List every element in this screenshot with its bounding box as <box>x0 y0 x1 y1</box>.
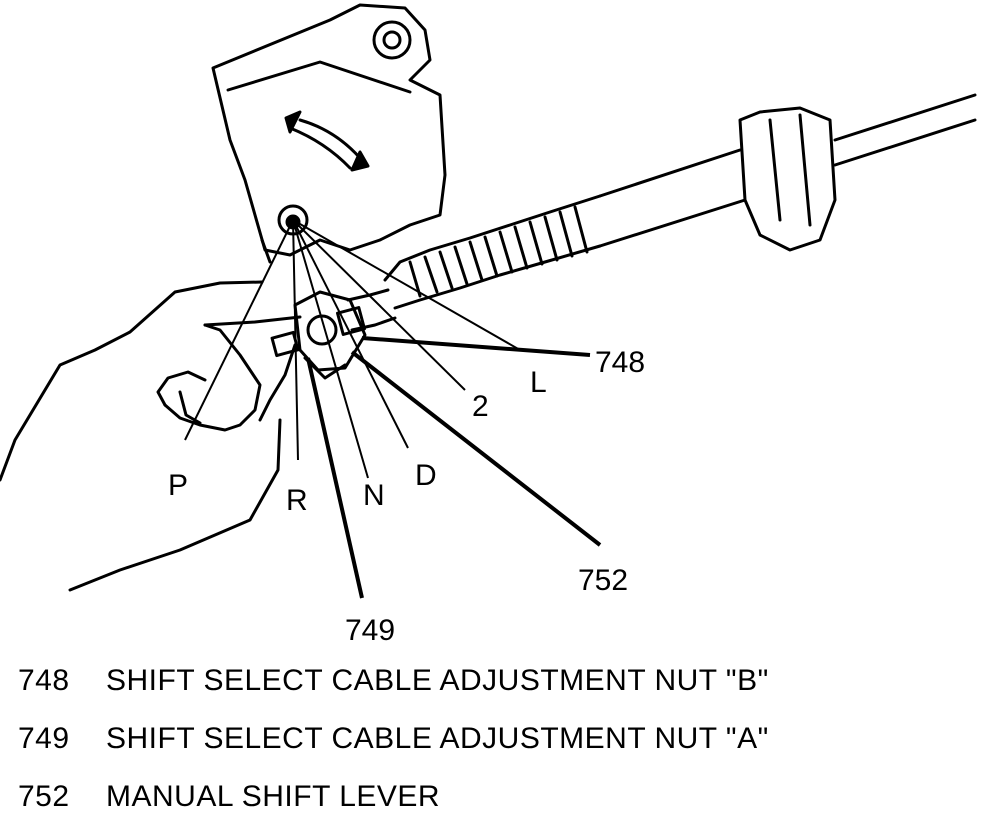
position-leaders <box>184 219 521 479</box>
legend: 748 SHIFT SELECT CABLE ADJUSTMENT NUT "B… <box>18 664 978 838</box>
legend-row: 749 SHIFT SELECT CABLE ADJUSTMENT NUT "A… <box>18 722 978 780</box>
position-2-label: 2 <box>472 390 489 423</box>
position-n-label: N <box>363 479 385 512</box>
shift-cable-diagram: P R N D 2 L 748 749 752 <box>0 3 977 647</box>
legend-number: 748 <box>18 664 70 697</box>
shift-bracket <box>211 3 447 264</box>
leader-r <box>292 219 299 461</box>
hand-outline <box>0 280 302 592</box>
position-r-label: R <box>286 484 308 517</box>
leader-2 <box>292 219 466 391</box>
leader-749 <box>306 357 364 599</box>
leader-l <box>292 219 521 351</box>
legend-text: SHIFT SELECT CABLE ADJUSTMENT NUT "B" <box>106 664 769 697</box>
legend-row: 748 SHIFT SELECT CABLE ADJUSTMENT NUT "B… <box>18 664 978 722</box>
callout-749: 749 <box>345 614 395 647</box>
manual-shift-lever <box>293 290 367 380</box>
legend-number: 749 <box>18 722 70 755</box>
leader-p <box>184 219 294 441</box>
position-p-label: P <box>168 469 188 502</box>
callout-752: 752 <box>578 564 628 597</box>
leader-n <box>292 219 369 479</box>
position-l-label: L <box>530 366 547 399</box>
position-d-label: D <box>415 459 437 492</box>
legend-row: 752 MANUAL SHIFT LEVER <box>18 780 978 838</box>
leader-d <box>292 219 409 449</box>
legend-text: SHIFT SELECT CABLE ADJUSTMENT NUT "A" <box>106 722 769 755</box>
rotation-arrow-icon <box>284 110 370 172</box>
legend-number: 752 <box>18 780 70 813</box>
diagram-stage: P R N D 2 L 748 749 752 748 SHIFT SELECT… <box>0 3 977 813</box>
shift-select-cable <box>346 93 977 332</box>
leader-748 <box>361 336 591 357</box>
callout-leaders <box>306 336 602 599</box>
leader-752 <box>350 350 602 547</box>
adjustment-nut-b <box>336 306 366 336</box>
callout-748: 748 <box>595 346 645 379</box>
legend-text: MANUAL SHIFT LEVER <box>106 780 441 813</box>
